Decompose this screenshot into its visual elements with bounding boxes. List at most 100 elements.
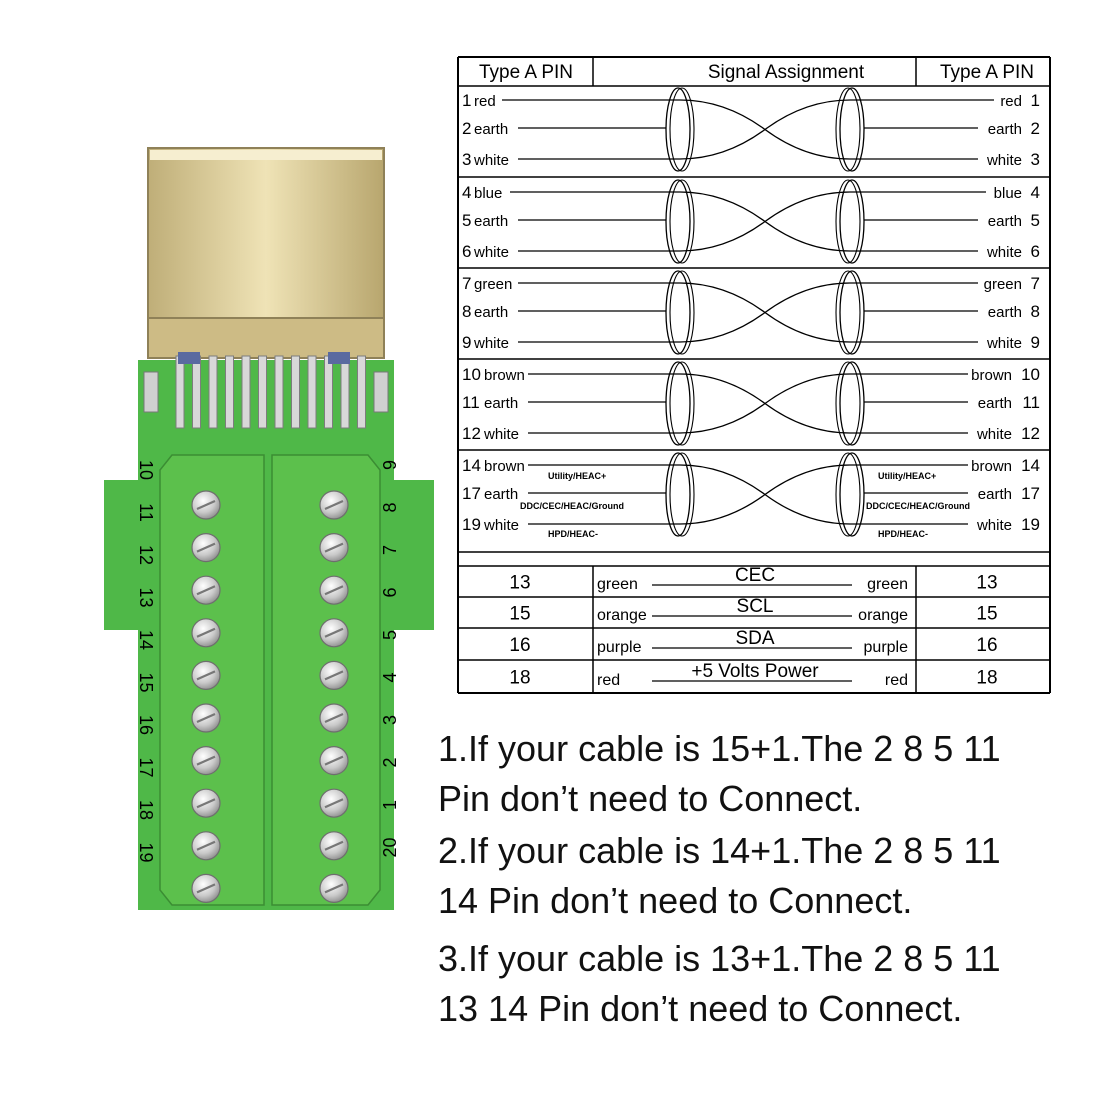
pin-color-right: white — [986, 152, 1022, 169]
pin-number-right: 18 — [976, 668, 997, 689]
pin-color-left: earth — [474, 213, 508, 230]
board-label-left: 18 — [136, 800, 156, 820]
shield-ellipse — [835, 179, 861, 264]
pin-number-right: 4 — [1031, 183, 1040, 202]
pin-color-left: white — [483, 426, 519, 443]
pin-color-right: red — [1000, 93, 1022, 110]
pin-number-left: 10 — [462, 365, 481, 384]
terminal-screw — [191, 490, 221, 520]
pin-number-right: 3 — [1031, 150, 1040, 169]
header-left: Type A PIN — [479, 62, 573, 83]
signal-name: SDA — [735, 628, 774, 649]
pin-color-left: white — [473, 152, 509, 169]
connector-pin — [274, 355, 284, 429]
terminal-screw — [191, 873, 221, 904]
pin-color-left: earth — [484, 395, 518, 412]
pin-number-left: 8 — [462, 302, 471, 321]
pin-number-right: 14 — [1021, 456, 1040, 475]
shield-ellipse — [839, 452, 865, 537]
shield-ellipse — [839, 179, 865, 264]
pin-color-left: white — [473, 335, 509, 352]
pin-color-right: earth — [978, 395, 1012, 412]
board-label-right: 2 — [380, 757, 400, 767]
terminal-screw — [191, 660, 221, 691]
note-2-line-2: 14 Pin don’t need to Connect. — [438, 880, 913, 921]
pin-color-right: earth — [988, 304, 1022, 321]
signal-label-right: Utility/HEAC+ — [878, 471, 936, 481]
board-label-left: 19 — [136, 842, 156, 862]
wire-color-left: green — [597, 576, 638, 593]
pin-number-right: 19 — [1021, 515, 1040, 534]
pin-number-left: 3 — [462, 150, 471, 169]
terminal-screw — [191, 703, 221, 733]
pin-number-left: 6 — [462, 242, 471, 261]
pin-number-left: 12 — [462, 424, 481, 443]
pin-color-left: earth — [474, 121, 508, 138]
pin-color-right: brown — [971, 458, 1012, 475]
note-1-line-2: Pin don’t need to Connect. — [438, 778, 863, 819]
connector-pin — [241, 355, 251, 429]
wire-color-right: purple — [864, 639, 909, 656]
board-label-right: 6 — [380, 587, 400, 597]
signal-name: SCL — [737, 596, 774, 617]
pin-color-left: green — [474, 276, 512, 293]
connector-pin — [307, 355, 317, 429]
connector-pin — [208, 355, 218, 429]
signal-label-left: Utility/HEAC+ — [548, 471, 606, 481]
terminal-screw — [319, 532, 349, 563]
signal-label-left: DDC/CEC/HEAC/Ground — [520, 501, 624, 511]
shield-ellipse — [665, 270, 691, 355]
pin-color-right: earth — [988, 121, 1022, 138]
board-label-left: 14 — [136, 630, 156, 650]
shield-ellipse — [665, 179, 691, 264]
signal-name: +5 Volts Power — [691, 661, 819, 682]
board-label-left: 12 — [136, 545, 156, 565]
diagram-frame — [457, 56, 1051, 694]
wire-color-left: orange — [597, 607, 647, 624]
pin-number-right: 11 — [1022, 393, 1040, 412]
terminal-screw — [319, 703, 349, 733]
pin-number-left: 1 — [462, 91, 471, 110]
pin-number-right: 1 — [1031, 91, 1040, 110]
pin-number-left: 9 — [462, 333, 471, 352]
board-label-left: 15 — [136, 672, 156, 692]
pin-color-right: white — [986, 335, 1022, 352]
board-label-right: 1 — [380, 800, 400, 810]
terminal-screw — [319, 831, 349, 861]
note-2: 2.If your cable is 14+1.The 2 8 5 11 14 … — [438, 826, 1001, 926]
pin-color-right: white — [986, 244, 1022, 261]
shell-leg — [373, 371, 389, 413]
board-label-left: 17 — [136, 757, 156, 777]
pin-color-right: white — [976, 426, 1012, 443]
pin-number-left: 2 — [462, 119, 471, 138]
twist — [679, 191, 851, 252]
pin-number-right: 12 — [1021, 424, 1040, 443]
board-label-left: 11 — [136, 503, 156, 522]
pin-number-left: 4 — [462, 183, 471, 202]
pin-number-left: 17 — [462, 484, 481, 503]
shield-ellipse — [669, 179, 695, 264]
hdmi-connector-shell — [147, 147, 385, 359]
connector-pin — [258, 355, 267, 429]
shield-ellipse — [835, 87, 861, 172]
pin-number-right: 6 — [1031, 242, 1040, 261]
pin-number-left: 7 — [462, 274, 471, 293]
pin-number-right: 2 — [1031, 119, 1040, 138]
shield-ellipse — [835, 270, 861, 355]
board-label-right: 4 — [380, 672, 400, 682]
pin-color-right: earth — [988, 213, 1022, 230]
connector-pin — [225, 355, 234, 429]
wire-color-right: orange — [858, 607, 908, 624]
pin-number-right: 5 — [1031, 211, 1040, 230]
connector-pin — [357, 355, 366, 429]
shield-ellipse — [839, 361, 865, 446]
signal-name: CEC — [735, 565, 775, 586]
shield-ellipse — [669, 452, 695, 537]
note-3: 3.If your cable is 13+1.The 2 8 5 11 13 … — [438, 934, 1001, 1034]
